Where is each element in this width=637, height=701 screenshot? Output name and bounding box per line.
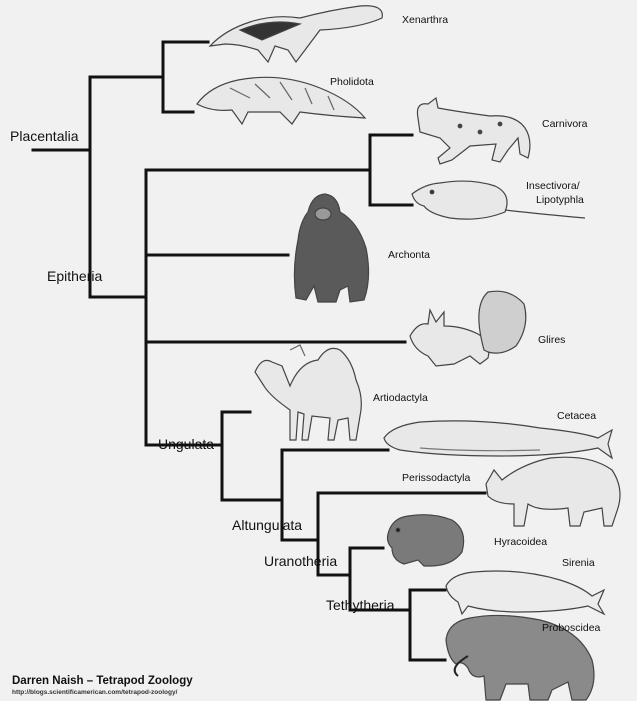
taxon-label-perissodactyla: Perissodactyla: [402, 472, 471, 484]
taxon-label-sirenia: Sirenia: [562, 557, 595, 569]
node-label-placentalia: Placentalia: [10, 128, 79, 144]
credit-url: http://blogs.scientificamerican.com/tetr…: [12, 689, 178, 696]
taxon-label-lipotyphla: Lipotyphla: [536, 194, 584, 206]
shrew-illustration: [411, 180, 586, 220]
node-label-epitheria: Epitheria: [47, 268, 103, 284]
node-label-ungulata: Ungulata: [158, 436, 215, 452]
taxon-label-proboscidea: Proboscidea: [542, 622, 601, 634]
taxon-label-hyracoidea: Hyracoidea: [494, 536, 548, 548]
lynx-illustration: [416, 96, 531, 165]
taxon-label-artiodactyla: Artiodactyla: [373, 392, 428, 404]
squirrel-illustration: [409, 290, 527, 367]
hyrax-illustration: [386, 514, 465, 567]
taxon-label-cetacea: Cetacea: [557, 410, 597, 422]
credit-title: Darren Naish – Tetrapod Zoology: [12, 675, 193, 687]
pangolin-illustration: [196, 76, 367, 126]
taxon-label-pholidota: Pholidota: [330, 76, 374, 88]
node-label-uranotheria: Uranotheria: [264, 553, 338, 569]
whale-illustration: [383, 420, 614, 460]
taxon-label-xenarthra: Xenarthra: [402, 14, 449, 26]
taxon-label-glires: Glires: [538, 334, 566, 346]
taxon-label-carnivora: Carnivora: [542, 118, 588, 130]
dugong-illustration: [445, 570, 606, 616]
mammoth-illustration: [445, 614, 595, 701]
rhino-illustration: [485, 456, 621, 527]
anteater-illustration: [208, 5, 383, 64]
node-label-tethytheria: Tethytheria: [326, 597, 395, 613]
taxon-label-archonta: Archonta: [388, 249, 431, 261]
camel-illustration: [254, 344, 362, 441]
taxon-label-insectivora: Insectivora/: [526, 180, 580, 192]
gorilla-illustration: [293, 193, 370, 303]
node-label-altungulata: Altungulata: [232, 517, 303, 533]
